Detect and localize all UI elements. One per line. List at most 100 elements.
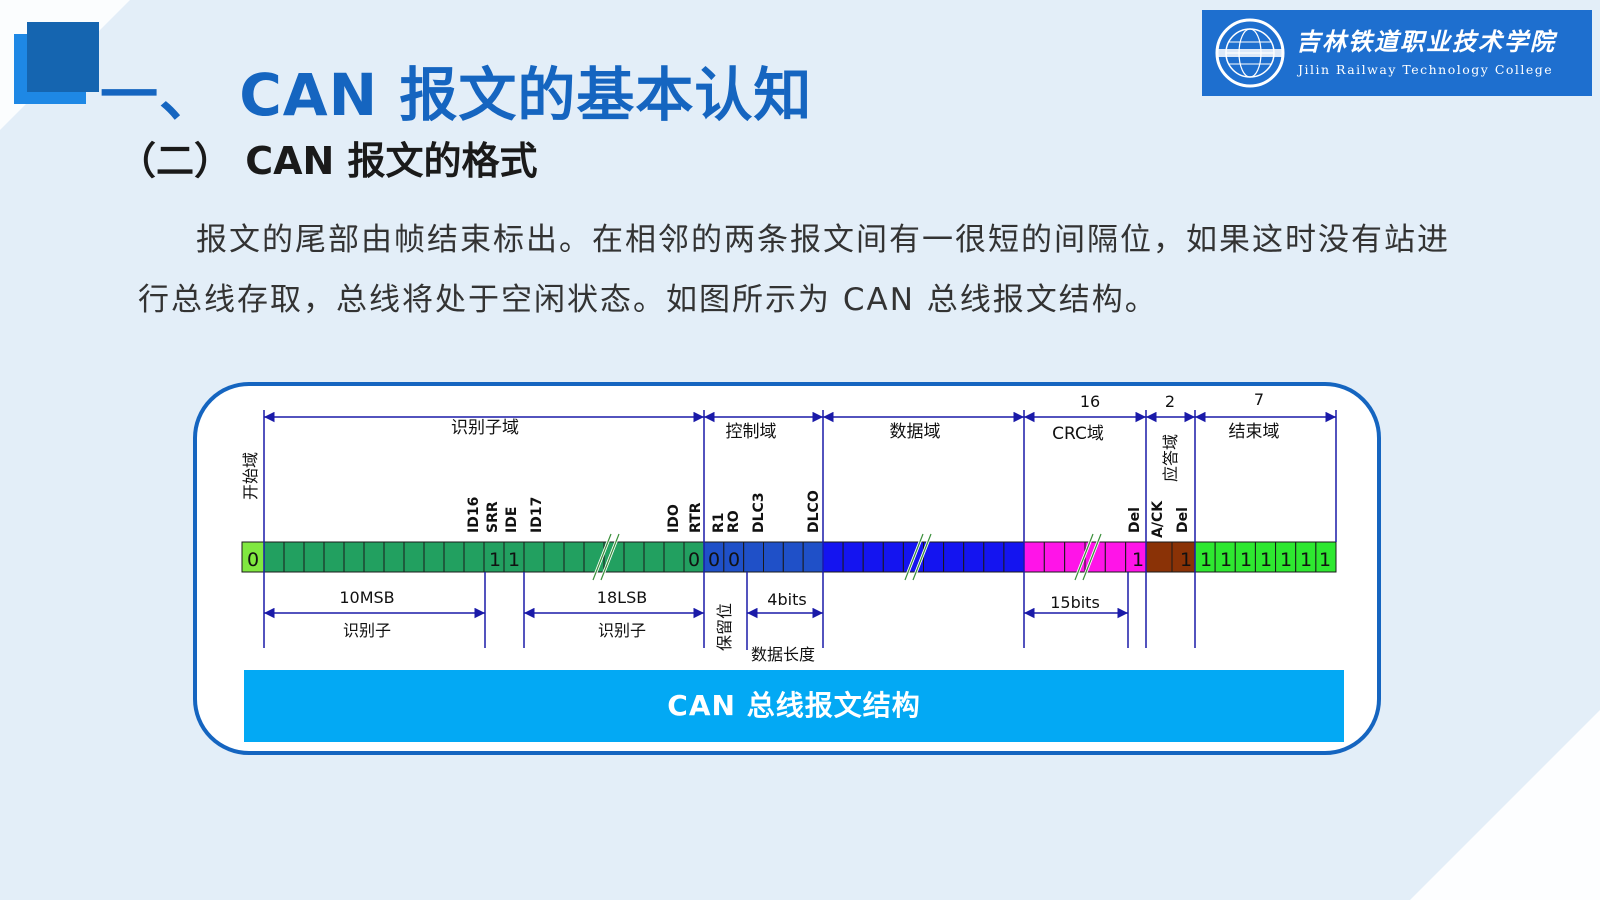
bit-value-crc-del: 1 xyxy=(1132,549,1144,571)
college-emblem-icon xyxy=(1215,18,1285,88)
field-label-arbitration: 识别子域 xyxy=(451,418,519,438)
bit-cell-arbitration xyxy=(423,541,445,573)
bit-label-id16: ID16 xyxy=(466,497,482,533)
bit-cell-control xyxy=(802,541,824,573)
field-span-arrows xyxy=(264,411,1336,619)
page-title: 一、 CAN 报文的基本认知 xyxy=(100,61,813,129)
bit-cell-data xyxy=(842,541,864,573)
bit-cell-arbitration xyxy=(663,541,685,573)
field-count-eof: 7 xyxy=(1254,390,1264,409)
bit-cell-arbitration xyxy=(283,541,305,573)
bit-value-eof: 1 xyxy=(1319,549,1331,571)
break-mark xyxy=(600,533,620,581)
break-mark xyxy=(912,533,932,581)
field-label-crc: CRC域 xyxy=(1052,424,1104,444)
field-count-crc: 16 xyxy=(1080,392,1100,411)
bit-cell-control xyxy=(782,541,804,573)
bit-value-rtr: 0 xyxy=(688,549,700,571)
bit-cell-arbitration xyxy=(643,541,665,573)
bit-cell-data xyxy=(983,541,1005,573)
bit-label-id0: IDO xyxy=(666,504,682,533)
bit-cell-data xyxy=(822,541,844,573)
bit-value-eof: 1 xyxy=(1200,549,1212,571)
annotation-msb-count: 10MSB xyxy=(339,588,394,607)
bit-label-r0: RO xyxy=(726,510,742,533)
bit-label-crc-del: Del xyxy=(1127,507,1143,533)
bit-cell-arbitration xyxy=(403,541,425,573)
bit-cell-arbitration xyxy=(383,541,405,573)
annotation-msb-name: 识别子 xyxy=(343,621,391,640)
college-name-cn: 吉林铁道职业技术学院 xyxy=(1296,27,1556,56)
bit-cell-arbitration xyxy=(443,541,465,573)
bit-cell-arbitration xyxy=(543,541,565,573)
section-subtitle: （二） CAN 报文的格式 xyxy=(118,139,538,183)
bit-cell-arbitration xyxy=(343,541,365,573)
bit-value-ide: 1 xyxy=(508,549,520,571)
bit-cell-crc xyxy=(1104,541,1127,573)
annotation-reserved: 保留位 xyxy=(715,603,734,651)
break-mark xyxy=(904,533,924,581)
college-logo: 吉林铁道职业技术学院 Jilin Railway Technology Coll… xyxy=(1202,10,1592,96)
break-marks xyxy=(591,533,1103,581)
bit-cell-arbitration xyxy=(363,541,385,573)
bit-value-eof: 1 xyxy=(1240,549,1252,571)
bit-label-rtr: RTR xyxy=(688,502,704,533)
bit-cell-data xyxy=(882,541,904,573)
field-label-eof: 结束域 xyxy=(1229,422,1280,442)
bit-value-sof: 0 xyxy=(247,549,259,571)
bit-label-id17: ID17 xyxy=(529,497,545,533)
bit-value-r1: 0 xyxy=(708,549,720,571)
field-label-control: 控制域 xyxy=(726,422,777,442)
break-mark xyxy=(592,533,612,581)
field-label-ack: 应答域 xyxy=(1161,434,1180,482)
bit-cell-arbitration xyxy=(623,541,645,573)
break-mark xyxy=(1074,533,1094,581)
bit-cell-arbitration xyxy=(563,541,585,573)
annotation-dlc-bits: 4bits xyxy=(767,590,806,609)
bit-cell-crc xyxy=(1043,541,1066,573)
title-accent-square-front xyxy=(27,22,99,92)
bit-label-dlc0: DLCO xyxy=(806,490,822,533)
decorative-corner-bottom-right xyxy=(1410,710,1600,900)
bit-label-r1: R1 xyxy=(711,512,727,533)
annotation-lsb-name: 识别子 xyxy=(598,621,646,640)
bit-label-srr: SRR xyxy=(485,501,501,533)
annotation-lsb-count: 18LSB xyxy=(597,588,647,607)
bit-label-ide: IDE xyxy=(504,507,520,533)
bit-value-eof: 1 xyxy=(1280,549,1292,571)
bit-cell-arbitration xyxy=(523,541,545,573)
bit-value-srr: 1 xyxy=(489,549,501,571)
field-label-sof: 开始域 xyxy=(241,452,260,500)
bit-value-eof: 1 xyxy=(1300,549,1312,571)
bit-value-r0: 0 xyxy=(728,549,740,571)
break-mark xyxy=(1082,533,1102,581)
bit-cell-arbitration xyxy=(303,541,325,573)
annotation-dlc-name: 数据长度 xyxy=(751,645,815,664)
bit-cell-arbitration xyxy=(263,541,285,573)
bit-cell-data xyxy=(862,541,884,573)
bit-cell-eof xyxy=(1315,541,1337,573)
college-name-en: Jilin Railway Technology College xyxy=(1298,62,1554,77)
bit-values-eof: 1 1 1 1 1 1 1 xyxy=(1200,549,1331,571)
bit-cell-data xyxy=(963,541,985,573)
field-count-ack: 2 xyxy=(1165,392,1175,411)
annotation-crc-bits: 15bits xyxy=(1050,593,1100,612)
field-label-data: 数据域 xyxy=(890,422,941,442)
bit-cell-data xyxy=(1003,541,1025,573)
bit-label-ack: A/CK xyxy=(1150,500,1166,538)
bit-cell-data xyxy=(943,541,965,573)
bit-value-ack-del: 1 xyxy=(1180,549,1192,571)
bit-cell-crc xyxy=(1064,541,1086,573)
bit-value-eof: 1 xyxy=(1220,549,1232,571)
bit-label-dlc3: DLC3 xyxy=(751,492,767,533)
bit-label-ack-del: Del xyxy=(1175,507,1191,533)
bit-cell-arbitration xyxy=(323,541,345,573)
bit-cells xyxy=(241,541,1337,573)
bit-value-eof: 1 xyxy=(1260,549,1272,571)
bit-cell-crc xyxy=(1023,541,1045,573)
bit-cell-control xyxy=(763,541,784,573)
diagram-caption: CAN 总线报文结构 xyxy=(244,670,1344,742)
body-paragraph: 报文的尾部由帧结束标出。在相邻的两条报文间有一很短的间隔位，如果这时没有站进行总… xyxy=(138,222,1450,318)
bit-cell-ack xyxy=(1145,541,1173,573)
